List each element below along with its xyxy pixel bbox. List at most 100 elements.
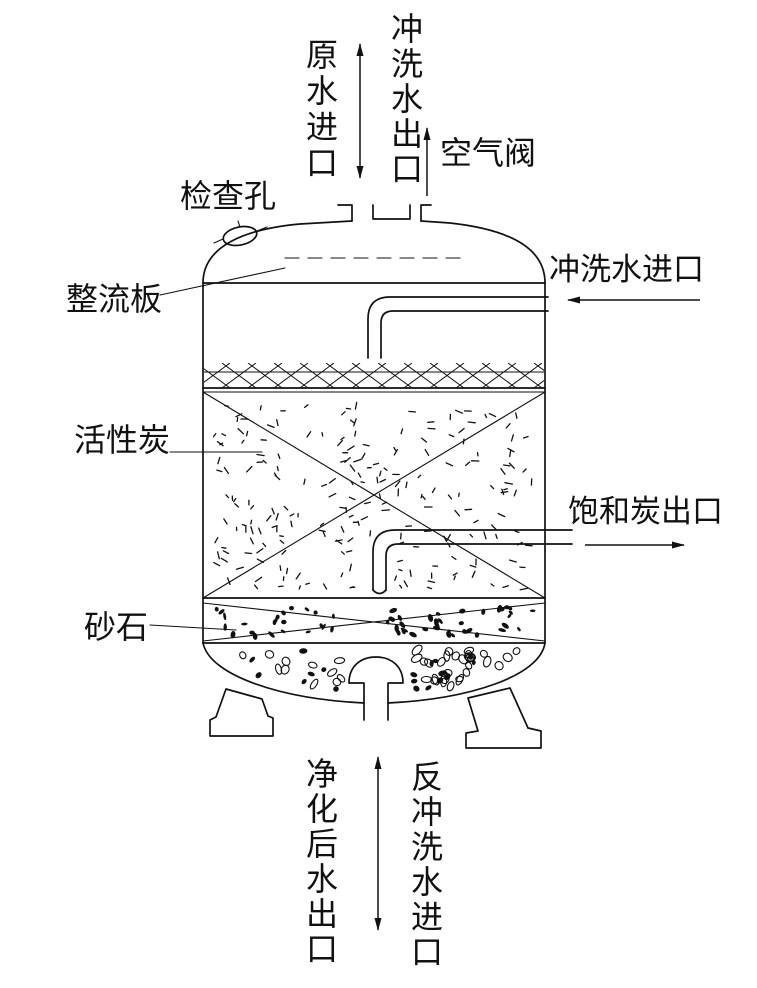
- carbon-speck: [328, 492, 337, 498]
- carbon-speck: [381, 501, 388, 505]
- carbon-speck: [258, 527, 262, 535]
- sand-pebble: [241, 622, 248, 626]
- carbon-speck: [275, 512, 279, 521]
- sand-gravel-layer: [202, 602, 546, 644]
- carbon-speck: [469, 533, 474, 538]
- carbon-speck: [279, 535, 284, 538]
- carbon-speck: [321, 483, 328, 487]
- sand-pebble: [389, 607, 398, 614]
- sand-pebble: [313, 610, 318, 615]
- gravel-stone: [321, 667, 327, 672]
- wash-pipe-inner-wall: [380, 310, 549, 359]
- outlet-pipe-top-wall: [372, 529, 573, 591]
- carbon-speck: [345, 407, 352, 410]
- sand-pebble: [458, 621, 464, 626]
- carbon-speck: [451, 555, 457, 561]
- carbon-speck: [431, 487, 436, 494]
- carbon-speck: [241, 439, 245, 444]
- carbon-speck: [458, 492, 460, 498]
- carbon-speck: [462, 438, 465, 445]
- carbon-speck: [235, 566, 244, 570]
- carbon-speck: [254, 576, 263, 583]
- carbon-speck: [497, 512, 506, 518]
- carbon-speck: [328, 477, 336, 484]
- sand-pebble: [321, 623, 326, 630]
- carbon-speck: [500, 490, 509, 494]
- carbon-speck: [266, 514, 272, 522]
- mesh-hatch-line: [351, 363, 387, 388]
- sand-pebble: [437, 618, 443, 624]
- carbon-speck: [339, 506, 347, 509]
- carbon-speck: [277, 453, 281, 460]
- carbon-speck: [393, 446, 397, 452]
- carbon-speck: [483, 531, 487, 540]
- carbon-speck: [349, 563, 352, 572]
- sand-pebble: [281, 610, 286, 616]
- carbon-speck: [223, 518, 228, 525]
- gravel-stone: [440, 677, 448, 688]
- gravel-stone: [494, 661, 504, 671]
- sand-pebble: [481, 608, 486, 615]
- tank-right-wall-and-head: [420, 220, 546, 644]
- carbon-speck: [290, 520, 293, 528]
- carbon-speck: [509, 449, 512, 458]
- gravel-stone: [502, 652, 513, 663]
- gravel-stone: [444, 647, 454, 656]
- gravel-stone: [307, 671, 315, 677]
- mesh-hatch-line: [204, 363, 205, 364]
- carbon-speck: [340, 436, 345, 441]
- gravel-stone: [336, 674, 346, 683]
- carbon-speck: [505, 423, 511, 429]
- carbon-speck: [448, 434, 455, 438]
- carbon-speck: [340, 460, 347, 463]
- carbon-speck: [271, 507, 275, 515]
- mesh-hatch-line: [429, 363, 465, 388]
- carbon-speck: [379, 478, 387, 483]
- gravel-stone: [455, 673, 465, 686]
- sand-pebble: [508, 610, 513, 615]
- gravel-stone: [281, 656, 291, 667]
- sand-pebbles: [214, 604, 536, 640]
- mesh-hatch-line: [377, 363, 413, 388]
- carbon-speck: [347, 445, 355, 451]
- sand-pebble: [422, 627, 429, 632]
- gravel-stone: [299, 648, 308, 654]
- gravel-stone: [301, 678, 307, 685]
- carbon-speck: [244, 552, 253, 555]
- gravel-stone: [309, 678, 319, 690]
- mesh-hatch-line: [247, 363, 283, 388]
- sand-pebble: [399, 621, 406, 628]
- sand-pebble: [275, 614, 280, 620]
- carbon-speck: [246, 465, 253, 473]
- carbon-speck: [508, 559, 517, 563]
- inspection-hole: [213, 220, 268, 247]
- inspection-hole-handle: [237, 220, 241, 228]
- wash-water-inlet-pipe: [367, 296, 549, 359]
- carbon-speck: [464, 508, 473, 511]
- carbon-speck: [232, 497, 237, 503]
- carbon-speck: [476, 452, 479, 457]
- carbon-speck: [337, 439, 344, 447]
- carbon-speck: [279, 539, 285, 544]
- sand-gravel-label: 砂石: [84, 608, 149, 646]
- gravel-stone: [249, 656, 256, 663]
- carbon-speck: [473, 519, 479, 524]
- carbon-speck: [446, 533, 451, 542]
- carbon-speck: [360, 516, 369, 521]
- carbon-speck: [452, 572, 458, 576]
- bottom-head: [202, 642, 546, 721]
- carbon-speck: [305, 582, 310, 585]
- carbon-speck: [245, 430, 249, 437]
- mesh-hatch-line: [221, 363, 257, 388]
- carbon-speck: [522, 435, 529, 439]
- carbon-speck: [504, 482, 514, 485]
- carbon-speck: [350, 480, 354, 486]
- gravel-stone: [512, 647, 521, 656]
- gravel-stone: [274, 663, 283, 675]
- sand-pebble: [289, 605, 294, 611]
- carbon-speck: [236, 416, 239, 423]
- carbon-speck: [353, 418, 357, 427]
- air-valve-label: 空气阀: [440, 134, 537, 172]
- carbon-speck: [271, 525, 278, 529]
- carbon-speck: [341, 411, 346, 416]
